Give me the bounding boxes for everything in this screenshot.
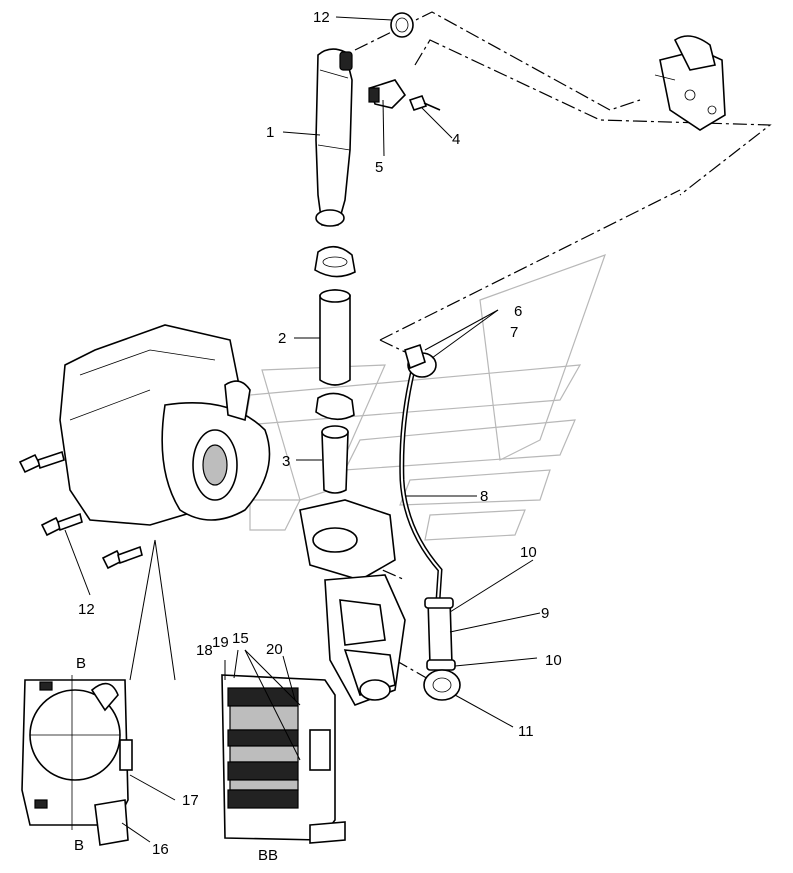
tube-part-8: [399, 361, 443, 601]
clamp-part-10: [426, 659, 456, 671]
bolt-part-13: [18, 450, 65, 474]
section-bb-view: [221, 674, 346, 844]
section-label-bb: BB: [258, 847, 278, 864]
watermark-logo: [244, 254, 606, 541]
section-label-b-top: B: [76, 655, 86, 672]
pump-housing: [59, 324, 271, 526]
clamp-part-10: [424, 597, 454, 609]
pipe-part-3: [321, 425, 349, 494]
callout-1: 1: [266, 124, 274, 141]
callout-10-upper: 10: [520, 544, 537, 561]
fitting-part-11: [423, 669, 461, 701]
callout-13: 12: [78, 601, 95, 618]
bracket-part-5: [368, 79, 407, 109]
callout-9: 9: [541, 605, 549, 622]
bolt-part-13: [101, 545, 143, 570]
callout-18: 18: [196, 642, 213, 659]
callout-labels: 12 1 4 5 2 6 7 3 8 10 9 10 11 12 18 19 1…: [74, 9, 562, 864]
connection-lines: [354, 11, 772, 681]
callout-16: 16: [152, 841, 169, 858]
banjo-fitting-part-6: [404, 343, 437, 378]
hose-clamp: [314, 245, 356, 278]
callout-17: 17: [182, 792, 199, 809]
hose-part-2: [319, 289, 351, 386]
leader-lines: [64, 16, 541, 843]
callout-6: 6: [514, 303, 522, 320]
callout-20: 20: [266, 641, 283, 658]
callout-3: 3: [282, 453, 290, 470]
callout-15: 15: [232, 630, 249, 647]
callout-7: 7: [510, 324, 518, 341]
callout-10-lower: 10: [545, 652, 562, 669]
callout-12: 12: [313, 9, 330, 26]
callout-4: 4: [452, 131, 460, 148]
section-label-b-bottom: B: [74, 837, 84, 854]
section-b-view: [21, 675, 133, 846]
hose-clamp: [315, 392, 355, 421]
bolt-part-13: [40, 512, 83, 537]
upper-hose-part-1: [315, 48, 353, 227]
hose-part-9: [427, 599, 453, 666]
callout-11: 11: [518, 723, 534, 740]
callout-2: 2: [278, 330, 286, 347]
o-ring-part-12: [390, 12, 414, 38]
bolt-part-4: [408, 95, 441, 111]
callout-8: 8: [480, 488, 488, 505]
callout-19: 19: [212, 634, 229, 651]
engine-block: [299, 499, 406, 706]
callout-5: 5: [375, 159, 383, 176]
fitting-assembly: [654, 35, 726, 131]
